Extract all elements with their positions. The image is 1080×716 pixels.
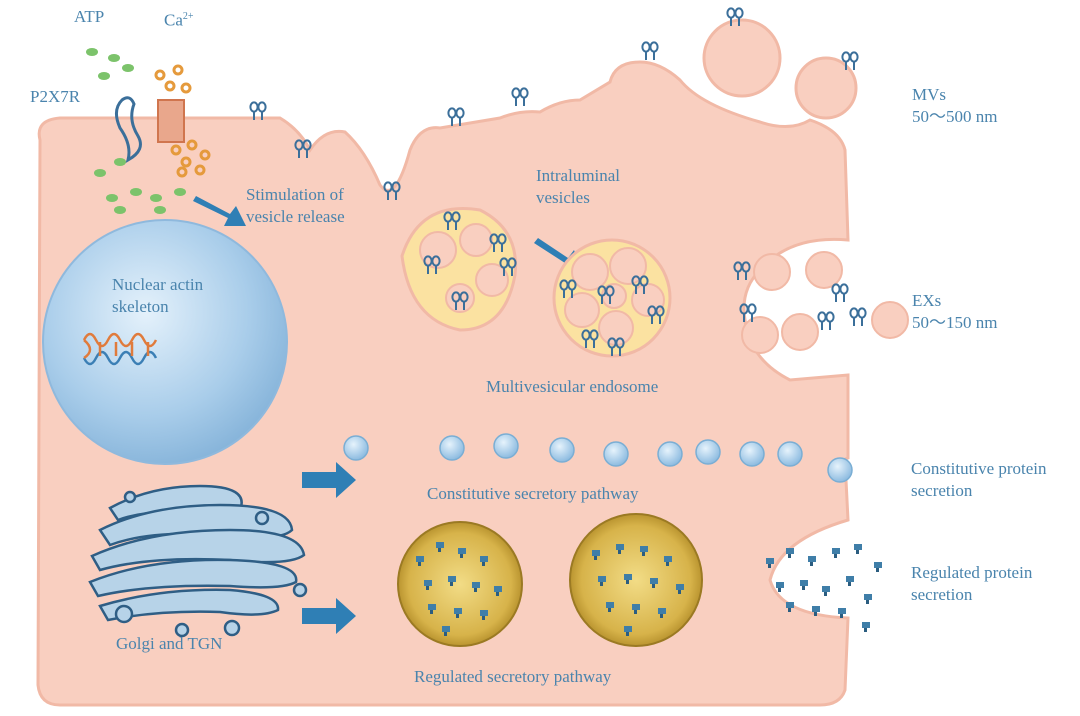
nuclear-label-line1: Nuclear actin: [112, 275, 204, 294]
intraluminal-label-line1: Intraluminal: [536, 166, 621, 185]
arrow-icon: [302, 598, 356, 634]
stimulation-label-line2: vesicle release: [246, 207, 345, 226]
mvs-size-label: 50～500 nm: [912, 107, 998, 126]
constitutive-vesicles: [343, 433, 853, 483]
endosome-forming: [400, 207, 518, 332]
intraluminal-label-line2: vesicles: [536, 188, 590, 207]
p2x7r-receptor: [115, 96, 142, 164]
dna-icon: [82, 332, 158, 366]
nuclear-label-line2: skeleton: [112, 297, 169, 316]
atp-label: ATP: [74, 7, 105, 26]
microvesicle-large: [702, 18, 782, 98]
multivesicular-endosome: [552, 238, 672, 358]
calcium-ions: [154, 64, 211, 178]
constitutive-pathway-label: Constitutive secretory pathway: [427, 484, 639, 503]
exosomes: [733, 251, 909, 354]
calcium-label: Ca2+: [164, 6, 194, 32]
calcium-charge: 2+: [182, 11, 194, 22]
stimulation-label-line1: Stimulation of: [246, 185, 344, 204]
microvesicle-small: [794, 56, 858, 120]
nucleus: [42, 219, 288, 465]
golgi-label: Golgi and TGN: [116, 634, 223, 653]
atp-molecules: [86, 48, 186, 214]
constitutive-secretion-label-line1: Constitutive protein: [911, 459, 1047, 478]
regulated-pathway-label: Regulated secretory pathway: [414, 667, 612, 686]
secretory-granule: [397, 513, 703, 647]
exs-size-label: 50～150 nm: [912, 313, 998, 332]
arrow-icon: [193, 196, 246, 226]
regulated-secretion-label-line2: secretion: [911, 585, 973, 604]
golgi-apparatus: [88, 484, 308, 638]
arrow-icon: [302, 462, 356, 498]
mvs-label: MVs: [912, 85, 947, 104]
regulated-secretion-label-line1: Regulated protein: [911, 563, 1033, 582]
mve-label: Multivesicular endosome: [486, 377, 659, 396]
calcium-channel: [157, 99, 185, 143]
p2x7r-label: P2X7R: [30, 87, 81, 106]
calcium-symbol: Ca: [164, 10, 183, 30]
constitutive-secretion-label-line2: secretion: [911, 481, 973, 500]
exs-label: EXs: [912, 291, 942, 310]
